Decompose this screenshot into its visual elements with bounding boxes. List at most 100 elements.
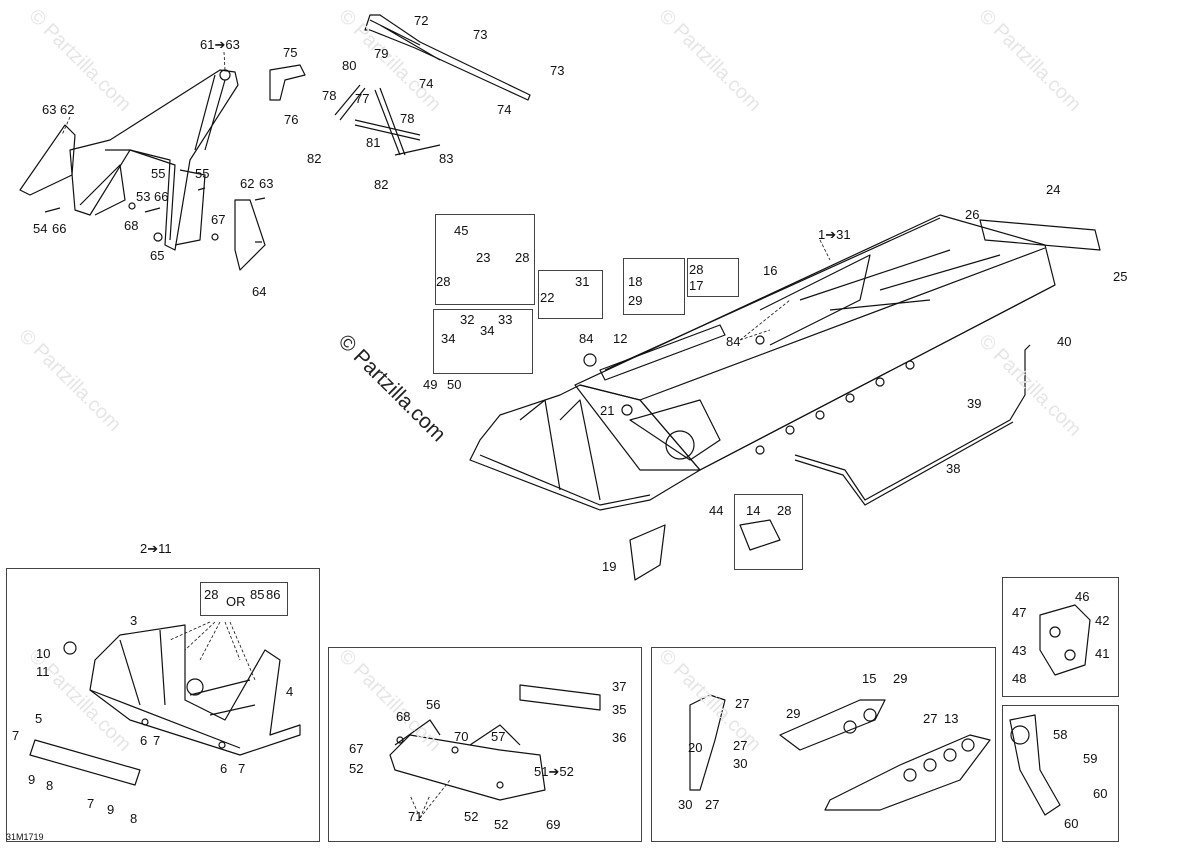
callout-label: 62 bbox=[240, 176, 255, 191]
callout-label: 78 bbox=[322, 88, 337, 103]
callout-label: 28 bbox=[689, 262, 704, 277]
callout-label: 24 bbox=[1046, 182, 1061, 197]
callout-label: 6 bbox=[220, 761, 228, 776]
callout-label: 60 bbox=[1064, 816, 1079, 831]
callout-label: 83 bbox=[439, 151, 454, 166]
callout-label: 26 bbox=[965, 207, 980, 222]
callout-label: 86 bbox=[266, 587, 281, 602]
callout-label: 82 bbox=[307, 151, 322, 166]
callout-label: 14 bbox=[746, 503, 761, 518]
skid-plate-inset-drawing bbox=[689, 694, 991, 811]
callout-label: 52 bbox=[464, 809, 479, 824]
callout-label: 4 bbox=[286, 684, 294, 699]
inset-box-bracket bbox=[328, 647, 642, 842]
callout-label: 20 bbox=[688, 740, 703, 755]
callout-label: 8 bbox=[130, 811, 138, 826]
callout-label: 40 bbox=[1057, 334, 1072, 349]
callout-label: 74 bbox=[497, 102, 512, 117]
callout-label: 55 bbox=[151, 166, 166, 181]
callout-label: OR bbox=[226, 594, 246, 609]
callout-label: 29 bbox=[628, 293, 643, 308]
callout-label: 70 bbox=[454, 729, 469, 744]
callout-label: 34 bbox=[480, 323, 495, 338]
callout-label: 21 bbox=[600, 403, 615, 418]
callout-label: 79 bbox=[374, 46, 389, 61]
callout-label: 48 bbox=[1012, 671, 1027, 686]
main-chassis-drawing bbox=[469, 214, 1101, 511]
callout-label: 66 bbox=[52, 221, 67, 236]
inset-box-45 bbox=[435, 214, 535, 305]
callout-label: 17 bbox=[689, 278, 704, 293]
callout-label: 3 bbox=[130, 613, 138, 628]
callout-label: 16 bbox=[763, 263, 778, 278]
callout-label: 62 bbox=[60, 102, 75, 117]
callout-label: 7 bbox=[153, 733, 161, 748]
callout-label: 9 bbox=[107, 802, 115, 817]
inset-box-85-86 bbox=[200, 582, 288, 616]
callout-label: 44 bbox=[709, 503, 724, 518]
steering-support-drawing bbox=[269, 14, 531, 156]
callout-label: 30 bbox=[678, 797, 693, 812]
callout-label: 37 bbox=[612, 679, 627, 694]
callout-label: 52 bbox=[349, 761, 364, 776]
drawing-code: 31M1719 bbox=[6, 832, 44, 842]
callout-label: 32 bbox=[460, 312, 475, 327]
callout-label: 27 bbox=[735, 696, 750, 711]
callout-label: 2➔11 bbox=[140, 541, 172, 556]
callout-label: 56 bbox=[426, 697, 441, 712]
callout-label: 45 bbox=[454, 223, 469, 238]
callout-label: 5 bbox=[35, 711, 43, 726]
callout-label: 36 bbox=[612, 730, 627, 745]
callout-label: 60 bbox=[1093, 786, 1108, 801]
callout-label: 10 bbox=[36, 646, 51, 661]
callout-label: 38 bbox=[946, 461, 961, 476]
callout-label: 42 bbox=[1095, 613, 1110, 628]
callout-label: 9 bbox=[28, 772, 36, 787]
callout-label: 27 bbox=[923, 711, 938, 726]
callout-label: 28 bbox=[436, 274, 451, 289]
callout-label: 23 bbox=[476, 250, 491, 265]
callout-label: 51➔52 bbox=[534, 764, 574, 779]
inset-box-22 bbox=[538, 270, 603, 319]
callout-label: 63 bbox=[259, 176, 274, 191]
callout-label: 18 bbox=[628, 274, 643, 289]
callout-label: 72 bbox=[414, 13, 429, 28]
callout-label: 68 bbox=[396, 709, 411, 724]
upper-front-frame-drawing bbox=[19, 69, 266, 271]
callout-label: 57 bbox=[491, 729, 506, 744]
callout-label: 12 bbox=[613, 331, 628, 346]
callout-label: 49 bbox=[423, 377, 438, 392]
callout-label: 28 bbox=[204, 587, 219, 602]
callout-label: 6 bbox=[140, 733, 148, 748]
callout-label: 25 bbox=[1113, 269, 1128, 284]
callout-label: 68 bbox=[124, 218, 139, 233]
callout-label: 27 bbox=[733, 738, 748, 753]
callout-label: 69 bbox=[546, 817, 561, 832]
callout-label: 61➔63 bbox=[200, 37, 240, 52]
callout-label: 50 bbox=[447, 377, 462, 392]
inset-box-41-48 bbox=[1002, 577, 1119, 697]
callout-label: 80 bbox=[342, 58, 357, 73]
inset-box-17 bbox=[687, 258, 739, 297]
callout-label: 13 bbox=[944, 711, 959, 726]
callout-label: 84 bbox=[726, 334, 741, 349]
callout-label: 73 bbox=[550, 63, 565, 78]
callout-label: 22 bbox=[540, 290, 555, 305]
callout-label: 55 bbox=[195, 166, 210, 181]
callout-label: 29 bbox=[786, 706, 801, 721]
leader-lines bbox=[61, 51, 831, 819]
inset-box-18 bbox=[623, 258, 685, 315]
callout-label: 43 bbox=[1012, 643, 1027, 658]
callout-label: 33 bbox=[498, 312, 513, 327]
callout-label: 29 bbox=[893, 671, 908, 686]
callout-label: 7 bbox=[238, 761, 246, 776]
callout-label: 39 bbox=[967, 396, 982, 411]
running-board-drawing bbox=[629, 344, 1031, 581]
callout-label: 28 bbox=[777, 503, 792, 518]
callout-label: 54 bbox=[33, 221, 48, 236]
callout-label: 7 bbox=[87, 796, 95, 811]
side-bracket-drawings bbox=[1009, 604, 1091, 816]
callout-label: 78 bbox=[400, 111, 415, 126]
callout-label: 66 bbox=[154, 189, 169, 204]
callout-label: 7 bbox=[12, 728, 20, 743]
